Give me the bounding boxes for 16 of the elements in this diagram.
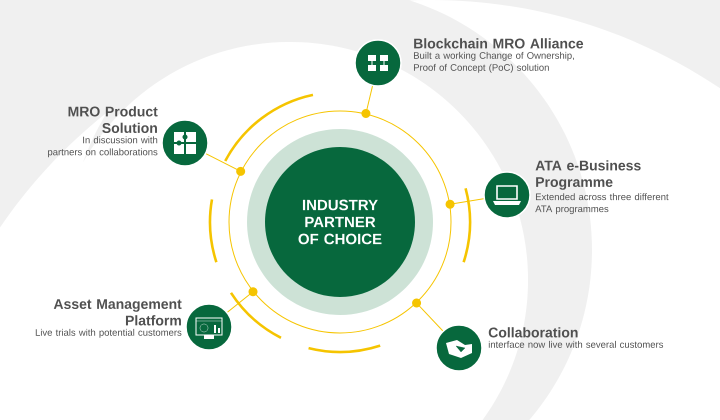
heading: Blockchain MRO Alliance bbox=[414, 38, 584, 48]
heading: Collaboration bbox=[488, 327, 578, 338]
connector bbox=[412, 298, 444, 332]
ring bbox=[228, 110, 452, 334]
description: interface now live with several customers bbox=[488, 340, 664, 348]
description: Built a working Change of Ownership, Proof of Concept (PoC) solution bbox=[414, 52, 574, 73]
description: Live trials with potential customers bbox=[36, 328, 182, 338]
heading: ATA e-Business Programme bbox=[536, 160, 641, 190]
connector bbox=[446, 198, 484, 209]
heading: MRO Product Solution bbox=[68, 106, 158, 133]
connector bbox=[361, 86, 373, 118]
description: In discussion with partners on collaborations bbox=[48, 136, 158, 158]
heading: Asset Management Platform bbox=[54, 299, 182, 326]
connector bbox=[227, 287, 258, 313]
description: Extended across three different ATA programmes bbox=[535, 193, 669, 214]
connector bbox=[206, 153, 246, 176]
